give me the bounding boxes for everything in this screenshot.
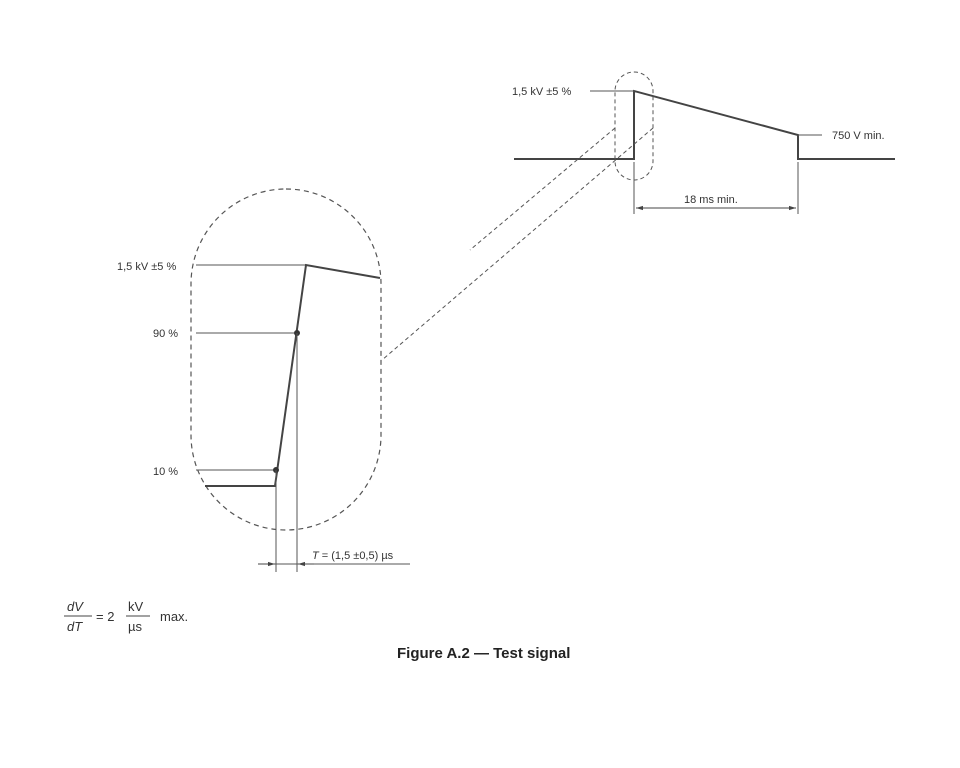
formula-numerator-left: dV: [67, 599, 84, 614]
detail-ten-label: 10 %: [153, 466, 178, 478]
connector-line-upper: [469, 127, 616, 251]
rise-time-var: T: [312, 550, 320, 562]
overview-peak-label: 1,5 kV ±5 %: [512, 86, 571, 98]
rise-highlight-capsule: [614, 71, 654, 181]
overview-waveform: 1,5 kV ±5 % 750 V min. 18 ms min.: [512, 71, 895, 214]
overview-min-label: 750 V min.: [832, 130, 885, 142]
figure-caption: Figure A.2 — Test signal: [397, 645, 570, 662]
detail-ninety-label: 90 %: [153, 328, 178, 340]
formula-denominator-left: dT: [67, 619, 83, 634]
overview-signal-line: [514, 89, 895, 160]
detail-zoom: 1,5 kV ±5 % 90 % 10 % T = (1,5 ±0,5) µs: [117, 188, 410, 572]
detail-signal-line: [205, 263, 381, 487]
rise-time-value: = (1,5 ±0,5) µs: [319, 550, 394, 562]
connector-line-lower: [381, 127, 654, 361]
detail-dashed-capsule: [190, 188, 382, 531]
formula-denominator-right: µs: [128, 619, 142, 634]
slope-formula: dV dT = 2 kV µs max.: [64, 599, 188, 634]
formula-suffix: max.: [160, 609, 188, 624]
detail-peak-label: 1,5 kV ±5 %: [117, 261, 176, 273]
rise-time-label: T = (1,5 ±0,5) µs: [312, 550, 394, 562]
duration-label: 18 ms min.: [684, 194, 738, 206]
formula-equals: = 2: [96, 609, 114, 624]
formula-numerator-right: kV: [128, 599, 144, 614]
